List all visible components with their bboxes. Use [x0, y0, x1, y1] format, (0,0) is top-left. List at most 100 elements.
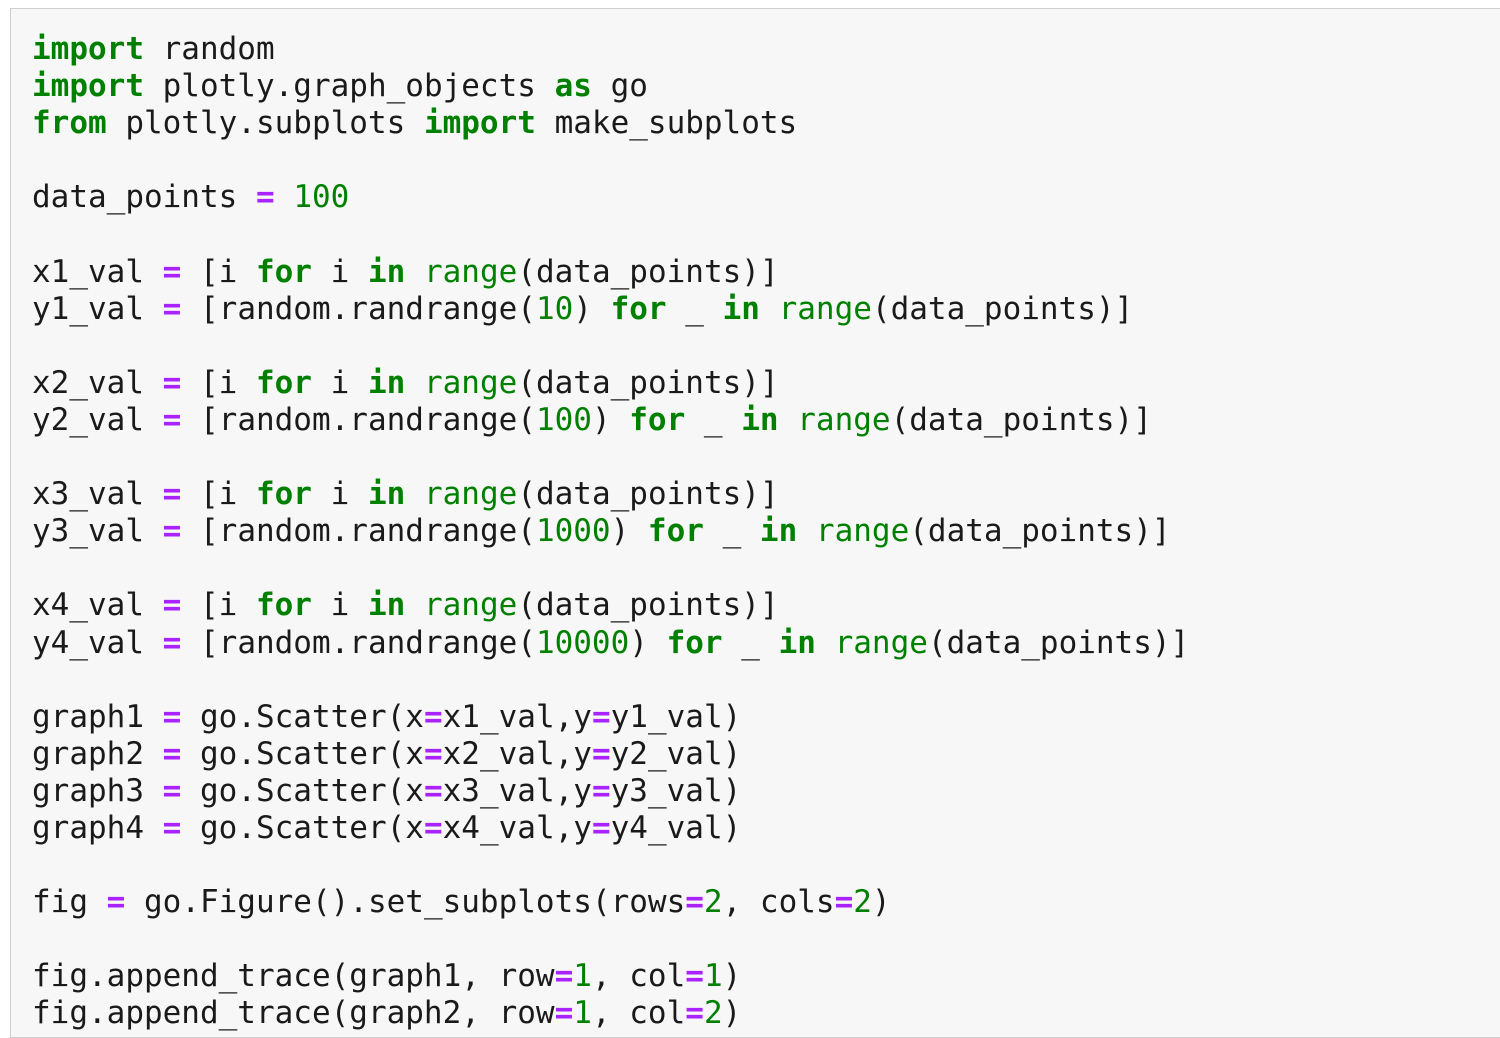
code-token: for: [610, 290, 667, 327]
code-token: =: [685, 958, 704, 995]
code-token: _: [666, 290, 723, 327]
code-token: x1_val: [32, 253, 163, 290]
code-token: plotly.graph_objects: [143, 68, 555, 105]
code-token: data_points: [32, 179, 256, 216]
code-line: y1_val = [random.randrange(10) for _ in …: [32, 291, 1189, 328]
code-token: in: [367, 476, 406, 513]
code-line: [32, 216, 1189, 253]
code-token: [random.randrange(: [181, 401, 536, 438]
code-token: [405, 254, 424, 290]
code-token: graph1: [32, 698, 163, 735]
code-token: for: [255, 364, 312, 401]
code-token: _: [685, 401, 742, 438]
code-token: graph3: [32, 772, 163, 809]
code-token: [405, 587, 424, 623]
code-token: fig: [32, 884, 107, 921]
code-token: in: [759, 513, 798, 550]
code-token: ): [610, 513, 648, 550]
code-token: 1: [703, 958, 723, 995]
code-token: [i: [181, 587, 256, 624]
code-token: (data_points)]: [517, 587, 779, 624]
code-token: 10: [535, 290, 574, 327]
code-token: [816, 625, 835, 661]
code-token: graph4: [32, 809, 163, 846]
code-token: ): [573, 290, 611, 327]
code-token: =: [162, 253, 182, 290]
code-token: =: [162, 364, 182, 401]
code-token: =: [685, 995, 704, 1032]
code-token: x3_val: [32, 476, 163, 513]
code-line: graph1 = go.Scatter(x=x1_val,y=y1_val): [32, 699, 1189, 736]
code-token: =: [162, 624, 182, 661]
code-token: 100: [535, 401, 592, 438]
code-line: [32, 328, 1189, 365]
code-token: =: [162, 587, 182, 624]
code-token: import: [32, 68, 144, 105]
code-token: =: [162, 698, 182, 735]
code-token: =: [554, 958, 574, 995]
code-token: range: [423, 587, 518, 624]
code-token: for: [255, 253, 312, 290]
code-token: go.Scatter(x: [181, 735, 424, 772]
code-line: data_points = 100: [32, 179, 1189, 216]
code-token: [i: [181, 364, 256, 401]
code-token: x4_val,y: [442, 809, 592, 846]
code-token: range: [834, 624, 928, 661]
code-token: as: [554, 68, 592, 105]
code-token: , col: [591, 995, 686, 1032]
code-token: 10000: [535, 624, 630, 661]
code-token: =: [423, 772, 443, 809]
code-token: import: [32, 31, 144, 67]
code-token: =: [591, 735, 611, 772]
code-token: y3_val): [610, 772, 742, 809]
code-line: graph2 = go.Scatter(x=x2_val,y=y2_val): [32, 736, 1189, 773]
code-token: in: [722, 290, 760, 327]
code-token: range: [423, 364, 518, 401]
code-token: y2_val: [32, 401, 163, 438]
code-token: [779, 402, 798, 438]
code-token: _: [703, 513, 760, 550]
code-token: i: [311, 587, 368, 624]
code-token: =: [106, 884, 126, 921]
code-token: fig.append_trace(graph2, row: [32, 995, 555, 1032]
code-token: in: [367, 587, 406, 624]
code-token: y3_val: [32, 513, 163, 550]
code-token: for: [255, 476, 312, 513]
code-token: i: [311, 364, 368, 401]
code-line: import random: [32, 31, 1189, 68]
code-token: [random.randrange(: [181, 290, 536, 327]
code-token: range: [423, 476, 518, 513]
code-token: (data_points)]: [871, 290, 1134, 327]
code-token: (data_points)]: [517, 476, 779, 513]
code-line: y2_val = [random.randrange(100) for _ in…: [32, 402, 1189, 439]
code-token: y4_val): [610, 809, 742, 846]
code-token: range: [778, 290, 872, 327]
code-line: y4_val = [random.randrange(10000) for _ …: [32, 625, 1189, 662]
code-line: graph3 = go.Scatter(x=x3_val,y=y3_val): [32, 773, 1189, 810]
code-token: [random.randrange(: [181, 624, 536, 661]
code-token: (data_points)]: [909, 513, 1171, 550]
code-token: (data_points)]: [890, 401, 1152, 438]
code-token: i: [311, 476, 368, 513]
code-line: [32, 662, 1189, 699]
code-token: [i: [181, 476, 256, 513]
code-token: 1: [573, 995, 592, 1032]
code-token: x2_val,y: [442, 735, 592, 772]
code-line: x3_val = [i for i in range(data_points)]: [32, 476, 1189, 513]
code-token: (data_points)]: [927, 624, 1190, 661]
code-token: go.Scatter(x: [181, 809, 424, 846]
code-token: go: [591, 68, 648, 105]
code-token: =: [255, 179, 275, 216]
code-token: y1_val): [610, 698, 742, 735]
code-token: range: [797, 401, 891, 438]
code-token: y2_val): [610, 735, 742, 772]
code-token: =: [162, 735, 182, 772]
code-token: import: [423, 105, 536, 142]
code-token: y1_val: [32, 290, 163, 327]
code-token: =: [423, 809, 443, 846]
code-token: random: [143, 31, 275, 67]
code-token: =: [591, 698, 611, 735]
code-token: ): [871, 884, 891, 921]
